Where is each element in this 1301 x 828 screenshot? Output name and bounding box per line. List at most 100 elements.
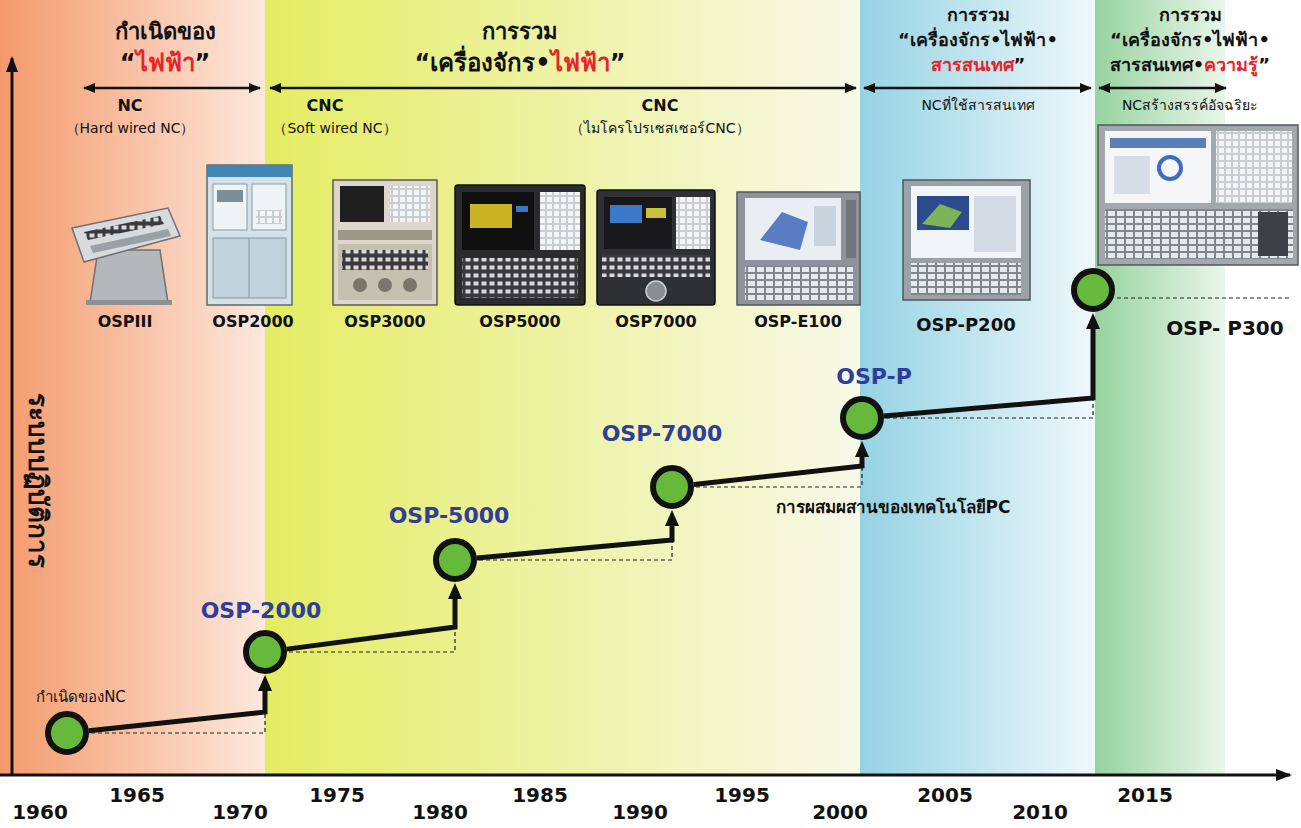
milestone-outline	[243, 630, 287, 674]
controller-caption: OSP7000	[615, 312, 696, 332]
era-heading: กำเนิดของ	[115, 18, 216, 46]
ospiii-picture	[72, 208, 180, 305]
era-subheading: （Soft wired NC）	[273, 120, 396, 138]
era-heading-line: “เครื่องจักร•ไฟฟ้า”	[415, 48, 626, 78]
era-band	[265, 0, 860, 775]
era-band	[1095, 0, 1225, 775]
year-tick: 2005	[917, 783, 973, 808]
era-heading: ความรู้	[1204, 54, 1258, 77]
milestone-label: OSP-P	[836, 363, 912, 391]
milestone-dot	[436, 541, 474, 579]
year-tick: 1985	[512, 783, 568, 808]
controller-caption: OSP2000	[212, 312, 293, 332]
year-tick: 1970	[212, 800, 268, 825]
era-heading: ไฟฟ้า	[551, 48, 610, 78]
axis-title-line: ระบบปฏิบัติการ	[22, 393, 55, 568]
era-subheading: NC	[117, 96, 142, 116]
milestone-outline	[650, 465, 694, 509]
era-heading: ไฟฟ้า	[136, 48, 195, 78]
osp-p300-picture	[1098, 125, 1298, 265]
era-heading: “เครื่องจักร•ไฟฟ้า•	[898, 29, 1058, 52]
milestone-label: OSP-7000	[602, 420, 723, 448]
year-tick: 2015	[1117, 783, 1173, 808]
era-subheading: NCที่ใช้สารสนเทศ	[921, 97, 1034, 115]
year-tick: 1980	[412, 800, 468, 825]
year-tick-line: 1990	[612, 800, 668, 825]
milestone-dot	[246, 633, 284, 671]
year-tick: 1960	[12, 800, 68, 825]
era-subheading-line: NCสร้างสรรค์อัจฉริยะ	[1122, 97, 1258, 115]
controller-caption-line: OSP-P200	[916, 314, 1015, 337]
era-heading: “เครื่องจักร•ไฟฟ้า•	[1110, 29, 1270, 52]
year-tick-line: 1995	[714, 783, 770, 808]
controller-caption: OSP-P200	[916, 314, 1015, 337]
era-subheading: （Hard wired NC）	[66, 120, 195, 138]
era-heading-line: สารสนเทศ”	[931, 54, 1026, 77]
annotation: การผสมผสานของเทคโนโลยีPC	[776, 497, 1011, 518]
era-span-arrow	[1099, 87, 1226, 90]
osp3000-picture	[333, 180, 437, 305]
era-band	[0, 0, 265, 775]
milestone-circle: OSP-2000	[243, 630, 287, 674]
era-heading: “เครื่องจักร•	[415, 48, 551, 78]
year-tick-line: 2015	[1117, 783, 1173, 808]
year-tick-line: 1960	[12, 800, 68, 825]
era-span-arrow	[864, 87, 1091, 90]
year-tick-line: 1980	[412, 800, 468, 825]
milestone-label: OSP- P300	[1166, 316, 1283, 341]
year-tick-line: 2010	[1012, 800, 1068, 825]
milestone-dot	[843, 399, 881, 437]
era-heading-line: การรวม	[1159, 4, 1222, 27]
y-axis	[11, 58, 14, 775]
controller-caption-line: OSPIII	[98, 312, 153, 332]
era-subheading: CNC	[642, 96, 679, 116]
era-subheading-line: NCที่ใช้สารสนเทศ	[921, 97, 1034, 115]
milestone-circle: OSP-7000	[650, 465, 694, 509]
era-subheading: （ไมโครโปรเซสเซอร์CNC）	[570, 120, 749, 138]
milestone-circle: OSP-5000	[433, 538, 477, 582]
era-heading: สารสนเทศ•	[1110, 54, 1205, 77]
year-tick: 1990	[612, 800, 668, 825]
milestone-outline	[1071, 268, 1115, 312]
controller-caption-line: OSP7000	[615, 312, 696, 332]
year-tick: 1975	[309, 783, 365, 808]
era-heading: สารสนเทศ	[931, 54, 1014, 77]
osp2000-picture	[207, 165, 292, 305]
era-heading: ”	[195, 48, 211, 78]
osp5000-picture	[455, 185, 585, 305]
milestone-circle: กำเนิดของNC	[45, 711, 89, 755]
timeline-step-arrow	[694, 453, 862, 485]
milestone-dot	[48, 714, 86, 752]
year-tick-line: 1965	[109, 783, 165, 808]
osp-e100-picture	[737, 192, 860, 305]
era-heading: ”	[1014, 54, 1026, 77]
era-heading: การรวม	[947, 4, 1010, 27]
era-heading-line: กำเนิดของ	[115, 18, 216, 46]
controller-caption-line: OSP3000	[344, 312, 425, 332]
controller-caption: OSP-E100	[754, 312, 842, 332]
controller-caption: OSPIII	[98, 312, 153, 332]
year-tick: 2000	[812, 800, 868, 825]
era-subheading: CNC	[307, 96, 344, 116]
era-heading: ”	[610, 48, 626, 78]
controller-caption-line: OSP-E100	[754, 312, 842, 332]
milestone-dot	[653, 468, 691, 506]
era-heading: ”	[1258, 54, 1270, 77]
era-heading-line: การรวม	[947, 4, 1010, 27]
controller-caption: OSP5000	[479, 312, 560, 332]
guide-line	[1117, 297, 1292, 298]
guide-lines	[91, 298, 1292, 733]
era-heading-line: “เครื่องจักร•ไฟฟ้า•	[898, 29, 1058, 52]
era-heading-line: การรวม	[482, 18, 558, 46]
era-span-arrow	[84, 87, 260, 90]
milestone-circle: OSP- P300	[1071, 268, 1115, 312]
milestone-label: OSP-2000	[201, 597, 322, 625]
milestone-circle: OSP-P	[840, 396, 884, 440]
era-subheading-line: （Hard wired NC）	[66, 120, 195, 138]
era-heading: การรวม	[1159, 4, 1222, 27]
milestone-outline	[45, 711, 89, 755]
controller-caption-line: OSP5000	[479, 312, 560, 332]
year-tick-line: 2000	[812, 800, 868, 825]
